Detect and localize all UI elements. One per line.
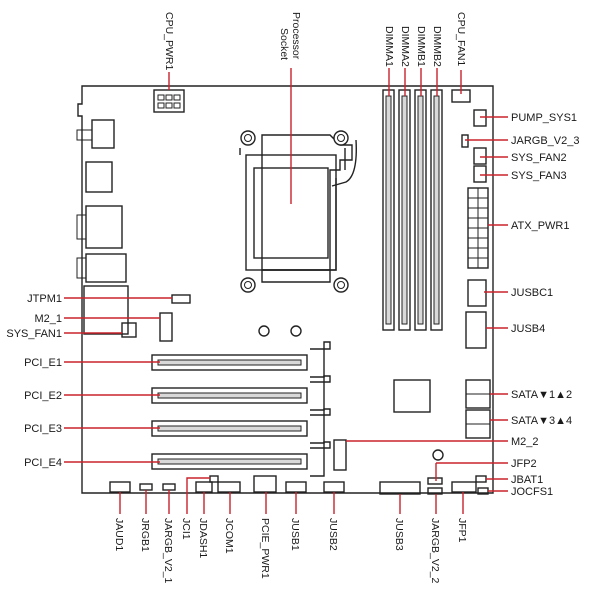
label-jusb2: JUSB2: [327, 518, 339, 551]
label-jdash1: JDASH1: [197, 518, 209, 558]
sys-fan1-header: [121, 322, 137, 338]
label-sata12: SATA▼1▲2: [511, 389, 572, 401]
label-pci-e2: PCI_E2: [24, 390, 62, 402]
label-sys-fan3: SYS_FAN3: [511, 170, 567, 182]
label-dimma1: DIMMA1: [383, 26, 395, 67]
label-jusbc1: JUSBC1: [511, 287, 553, 299]
chipset-heatsink: [393, 379, 431, 413]
dimm-slots: [382, 89, 443, 331]
label-jrgb1: JRGB1: [139, 518, 151, 552]
bottom-labels: JAUD1 JRGB1 JARGB_V2_1 JCI1 JDASH1 JCOM1…: [113, 518, 468, 584]
sys-fan3-header: [473, 165, 487, 183]
pcie-slots: [151, 341, 331, 477]
processor-socket: [239, 130, 357, 293]
label-processor-line1: Processor: [290, 12, 302, 60]
label-jargb-v2-1: JARGB_V2_1: [162, 518, 174, 584]
jusb4-connector: [465, 311, 487, 349]
jargb-v2-3-header: [461, 134, 469, 148]
label-jusb1: JUSB1: [289, 518, 301, 551]
sata-ports: [465, 379, 491, 439]
label-jaud1: JAUD1: [113, 518, 125, 551]
label-jbat1: JBAT1: [511, 474, 543, 486]
label-jci1: JCI1: [180, 518, 192, 540]
label-jusb3: JUSB3: [393, 518, 405, 551]
label-jocfs1: JOCFS1: [511, 486, 553, 498]
label-jargb-v2-3: JARGB_V2_3: [511, 135, 579, 147]
cpu-pwr1-connector: [153, 89, 185, 113]
jtpm1-header: [171, 294, 191, 304]
label-m2-1: M2_1: [34, 313, 62, 325]
label-sys-fan2: SYS_FAN2: [511, 152, 567, 164]
left-labels: JTPM1 M2_1 SYS_FAN1 PCI_E1 PCI_E2 PCI_E3…: [6, 293, 62, 469]
label-pcie-pwr1: PCIE_PWR1: [259, 518, 271, 579]
label-jtpm1: JTPM1: [27, 293, 62, 305]
label-dimmb1: DIMMB1: [415, 26, 427, 67]
label-pci-e1: PCI_E1: [24, 357, 62, 369]
label-jusb4: JUSB4: [511, 323, 545, 335]
rear-io-panel: [76, 119, 129, 335]
label-m2-2: M2_2: [511, 436, 539, 448]
label-dimmb2: DIMMB2: [431, 26, 443, 67]
jusbc1-connector: [467, 279, 487, 307]
bottom-headers: [109, 449, 489, 495]
label-cpu-fan1: CPU_FAN1: [455, 12, 467, 66]
label-pump-sys1: PUMP_SYS1: [511, 112, 577, 124]
label-processor-line2: Socket: [278, 28, 290, 60]
m2-1-slot: [159, 312, 173, 342]
label-sata34: SATA▼3▲4: [511, 415, 572, 427]
label-jcom1: JCOM1: [223, 518, 235, 554]
label-jfp1: JFP1: [456, 518, 468, 543]
mount-hole: [290, 325, 302, 337]
leader-lines: [64, 68, 508, 514]
label-dimma2: DIMMA2: [399, 26, 411, 67]
atx-pwr1-connector: [467, 187, 489, 269]
label-pci-e3: PCI_E3: [24, 423, 62, 435]
pump-sys1-header: [473, 109, 487, 127]
mount-hole: [258, 325, 270, 337]
board-outline: [77, 85, 494, 494]
top-labels: CPU_PWR1 Processor Socket DIMMA1 DIMMA2 …: [163, 12, 467, 71]
label-cpu-pwr1: CPU_PWR1: [163, 12, 175, 71]
label-jargb-v2-2: JARGB_V2_2: [429, 518, 441, 584]
m2-2-slot: [333, 439, 347, 471]
label-jfp2: JFP2: [511, 458, 537, 470]
label-sys-fan1: SYS_FAN1: [6, 328, 62, 340]
sys-fan2-header: [473, 147, 487, 165]
label-atx-pwr1: ATX_PWR1: [511, 220, 569, 232]
label-pci-e4: PCI_E4: [24, 457, 62, 469]
right-labels: PUMP_SYS1 JARGB_V2_3 SYS_FAN2 SYS_FAN3 A…: [511, 112, 579, 498]
